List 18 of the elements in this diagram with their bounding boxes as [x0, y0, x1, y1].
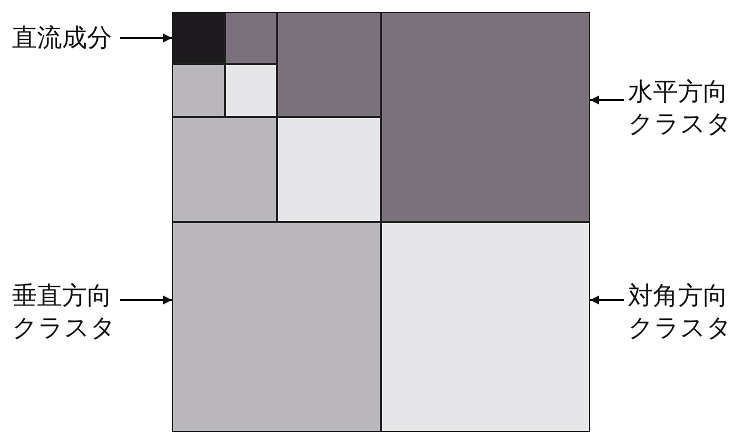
arrow	[120, 34, 172, 42]
label-text: 垂直方向クラスタ	[12, 280, 116, 344]
grid-cell	[172, 12, 225, 64]
grid-cell	[277, 117, 381, 222]
label-text: 対角方向クラスタ	[628, 280, 732, 344]
label-text: 直流成分	[12, 22, 116, 54]
grid-cell	[381, 12, 590, 222]
grid-cell	[225, 12, 277, 64]
grid-cell	[381, 222, 590, 432]
arrow	[120, 296, 172, 304]
arrow	[590, 96, 624, 104]
arrow	[590, 296, 624, 304]
grid-cell	[172, 64, 225, 117]
grid-cell	[277, 12, 381, 117]
label-text: 水平方向クラスタ	[628, 76, 732, 140]
grid-cell	[172, 117, 277, 222]
grid-cell	[172, 222, 381, 432]
grid-cell	[225, 64, 277, 117]
